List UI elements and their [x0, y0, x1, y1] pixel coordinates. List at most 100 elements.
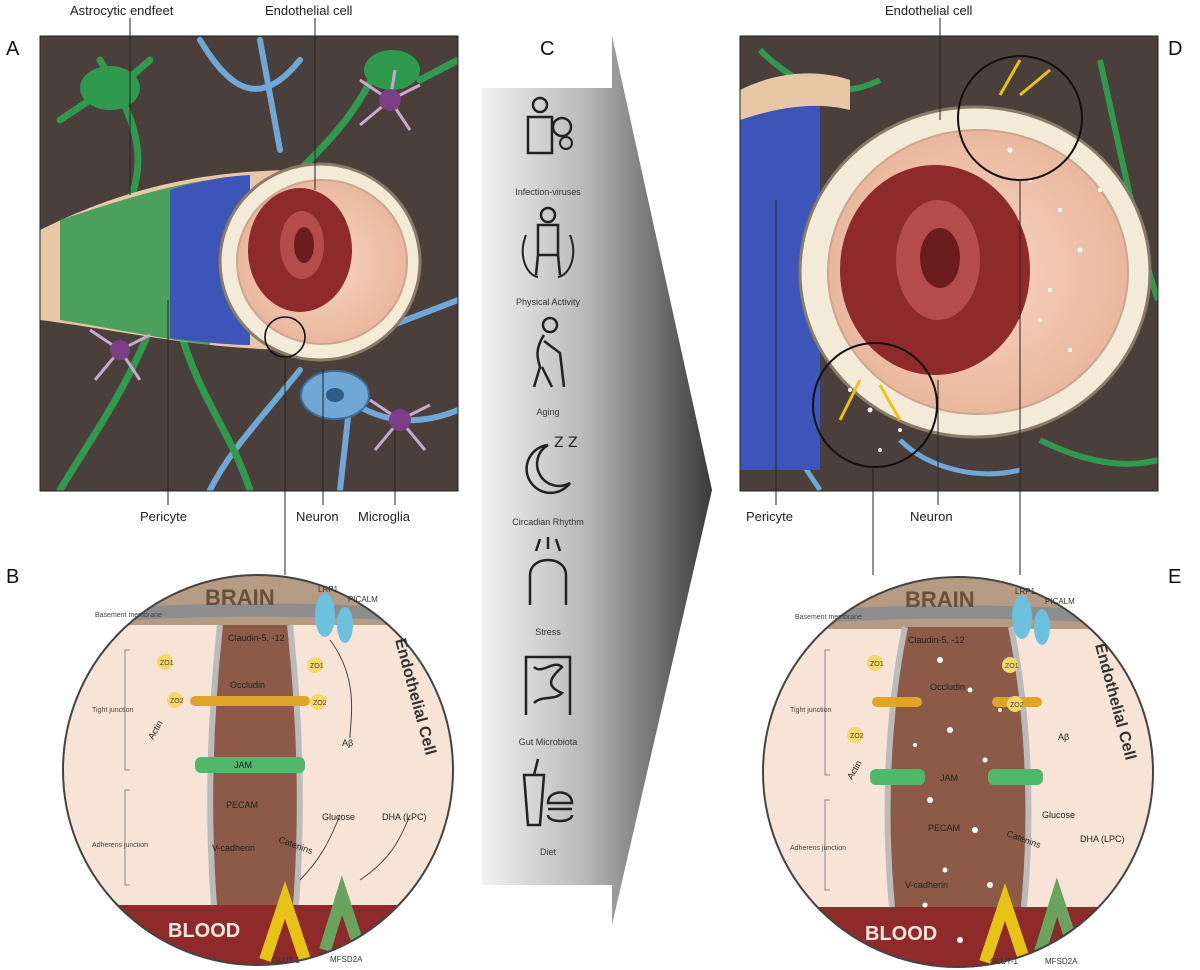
- label-lrp1-e: LRP1: [1015, 587, 1036, 596]
- label-endothelial-cell-a: Endothelial cell: [265, 3, 353, 18]
- stress-head-icon: [528, 537, 568, 605]
- occludin-protein: [190, 696, 310, 706]
- intestine-icon: [524, 655, 572, 715]
- panel-b: [63, 575, 453, 965]
- svg-text:Z Z: Z Z: [554, 435, 578, 451]
- lrp1-receptor: [315, 593, 335, 637]
- occludin-protein-e: [872, 697, 922, 707]
- label-picalm-b: PICALM: [348, 595, 378, 604]
- panel-a: [40, 36, 458, 491]
- label-zo1-e1: ZO1: [870, 661, 884, 668]
- elderly-icon: [532, 316, 566, 388]
- label-zo2-b1: ZO2: [170, 698, 184, 705]
- label-claudin-e: Claudin-5, -12: [908, 635, 965, 645]
- panel-letter-d: D: [1168, 38, 1182, 60]
- panel-letter-b: B: [6, 566, 19, 588]
- label-adherens-junction-e: Adherens junction: [790, 845, 846, 852]
- virus-person-icon: [526, 96, 573, 155]
- lrp1-receptor-e: [1012, 595, 1032, 639]
- label-abeta-b: Aβ: [342, 738, 353, 748]
- label-occludin-e: Occludin: [930, 682, 965, 692]
- panel-letter-e: E: [1168, 566, 1181, 588]
- factor-item: Infection-viruses: [515, 96, 581, 197]
- label-blood-b: BLOOD: [168, 920, 240, 942]
- microglia-cell: [89, 69, 431, 451]
- label-glut1-e: GLUT-1: [990, 957, 1019, 966]
- factor-label: Gut Microbiota: [519, 737, 578, 747]
- label-dha-e: DHA (LPC): [1080, 834, 1125, 844]
- label-microglia-a: Microglia: [358, 509, 411, 524]
- label-vcadherin-e: V-cadherin: [905, 880, 948, 890]
- panel-letter-c: C: [540, 38, 554, 60]
- label-basement-membrane-e: Basement membrane: [795, 614, 862, 621]
- label-jam-b: JAM: [234, 760, 252, 770]
- label-glucose-b: Glucose: [322, 812, 355, 822]
- label-brain-e: BRAIN: [905, 587, 975, 612]
- panel-letter-a: A: [6, 38, 20, 60]
- glut1-transporter-e: [979, 883, 1031, 964]
- pericyte-d: [740, 93, 820, 470]
- label-adherens-junction-b: Adherens junction: [92, 842, 148, 849]
- panel-d: [740, 36, 1158, 491]
- label-zo1-b1: ZO1: [160, 660, 174, 667]
- factor-item: Aging: [532, 316, 566, 417]
- factor-item: Stress: [528, 537, 568, 637]
- label-astrocytic-endfeet: Astrocytic endfeet: [70, 3, 174, 18]
- label-tight-junction-e: Tight junction: [790, 707, 831, 714]
- panel-a-callouts: [129, 18, 396, 575]
- label-pecam-b: PECAM: [226, 800, 258, 810]
- label-vcadherin-b: V-cadherin: [212, 843, 255, 853]
- label-blood-e: BLOOD: [865, 923, 937, 945]
- zoom-circle-d2: [812, 342, 938, 468]
- detail-circle-e: [762, 576, 1154, 968]
- big-arrow: [482, 36, 712, 925]
- factor-item: Gut Microbiota: [519, 655, 578, 747]
- detail-circle-b: [62, 574, 454, 966]
- jam-protein: [195, 757, 305, 773]
- label-zo1-e2: ZO1: [1005, 663, 1019, 670]
- label-zo2-e2: ZO2: [1010, 702, 1024, 709]
- glut1-transporter: [259, 881, 311, 962]
- label-pecam-e: PECAM: [928, 823, 960, 833]
- jam-protein-e: [870, 769, 925, 785]
- label-tight-junction-b: Tight junction: [92, 707, 133, 714]
- label-pericyte-a: Pericyte: [140, 509, 187, 524]
- label-abeta-e: Aβ: [1058, 732, 1069, 742]
- label-brain-b: BRAIN: [205, 585, 275, 610]
- factor-item: Diet: [522, 758, 574, 857]
- fast-food-icon: [522, 758, 574, 827]
- label-endothelial-cell-d: Endothelial cell: [885, 3, 973, 18]
- label-glucose-e: Glucose: [1042, 810, 1075, 820]
- label-zo2-b2: ZO2: [313, 700, 327, 707]
- astrocyte-body: [80, 66, 140, 110]
- label-mfsd2a-b: MFSD2A: [330, 955, 363, 964]
- label-neuron-d: Neuron: [910, 509, 953, 524]
- factor-label: Infection-viruses: [515, 187, 581, 197]
- factor-label: Diet: [540, 847, 557, 857]
- label-zo2-e1: ZO2: [850, 733, 864, 740]
- panel-d-callouts: [775, 18, 1021, 575]
- exercise-icon: [521, 206, 575, 278]
- factor-label: Physical Activity: [516, 297, 581, 307]
- factor-label: Aging: [536, 407, 559, 417]
- label-pericyte-d: Pericyte: [746, 509, 793, 524]
- moon-sleep-icon: Z Z: [525, 435, 578, 495]
- label-lrp1-b: LRP1: [318, 585, 339, 594]
- leakage-particles: [848, 147, 1102, 452]
- label-claudin-b: Claudin-5, -12: [228, 633, 285, 643]
- mfsd2a-transporter: [319, 875, 366, 952]
- label-basement-membrane-b: Basement membrane: [95, 612, 162, 619]
- label-zo1-b2: ZO1: [310, 663, 324, 670]
- label-neuron-a: Neuron: [296, 509, 339, 524]
- leakage-particles-e: [913, 657, 1002, 943]
- label-jam-e: JAM: [940, 773, 958, 783]
- factor-label: Stress: [535, 627, 561, 637]
- label-dha-b: DHA (LPC): [382, 812, 427, 822]
- label-occludin-b: Occludin: [230, 680, 265, 690]
- label-picalm-e: PICALM: [1045, 597, 1075, 606]
- label-mfsd2a-e: MFSD2A: [1045, 957, 1078, 966]
